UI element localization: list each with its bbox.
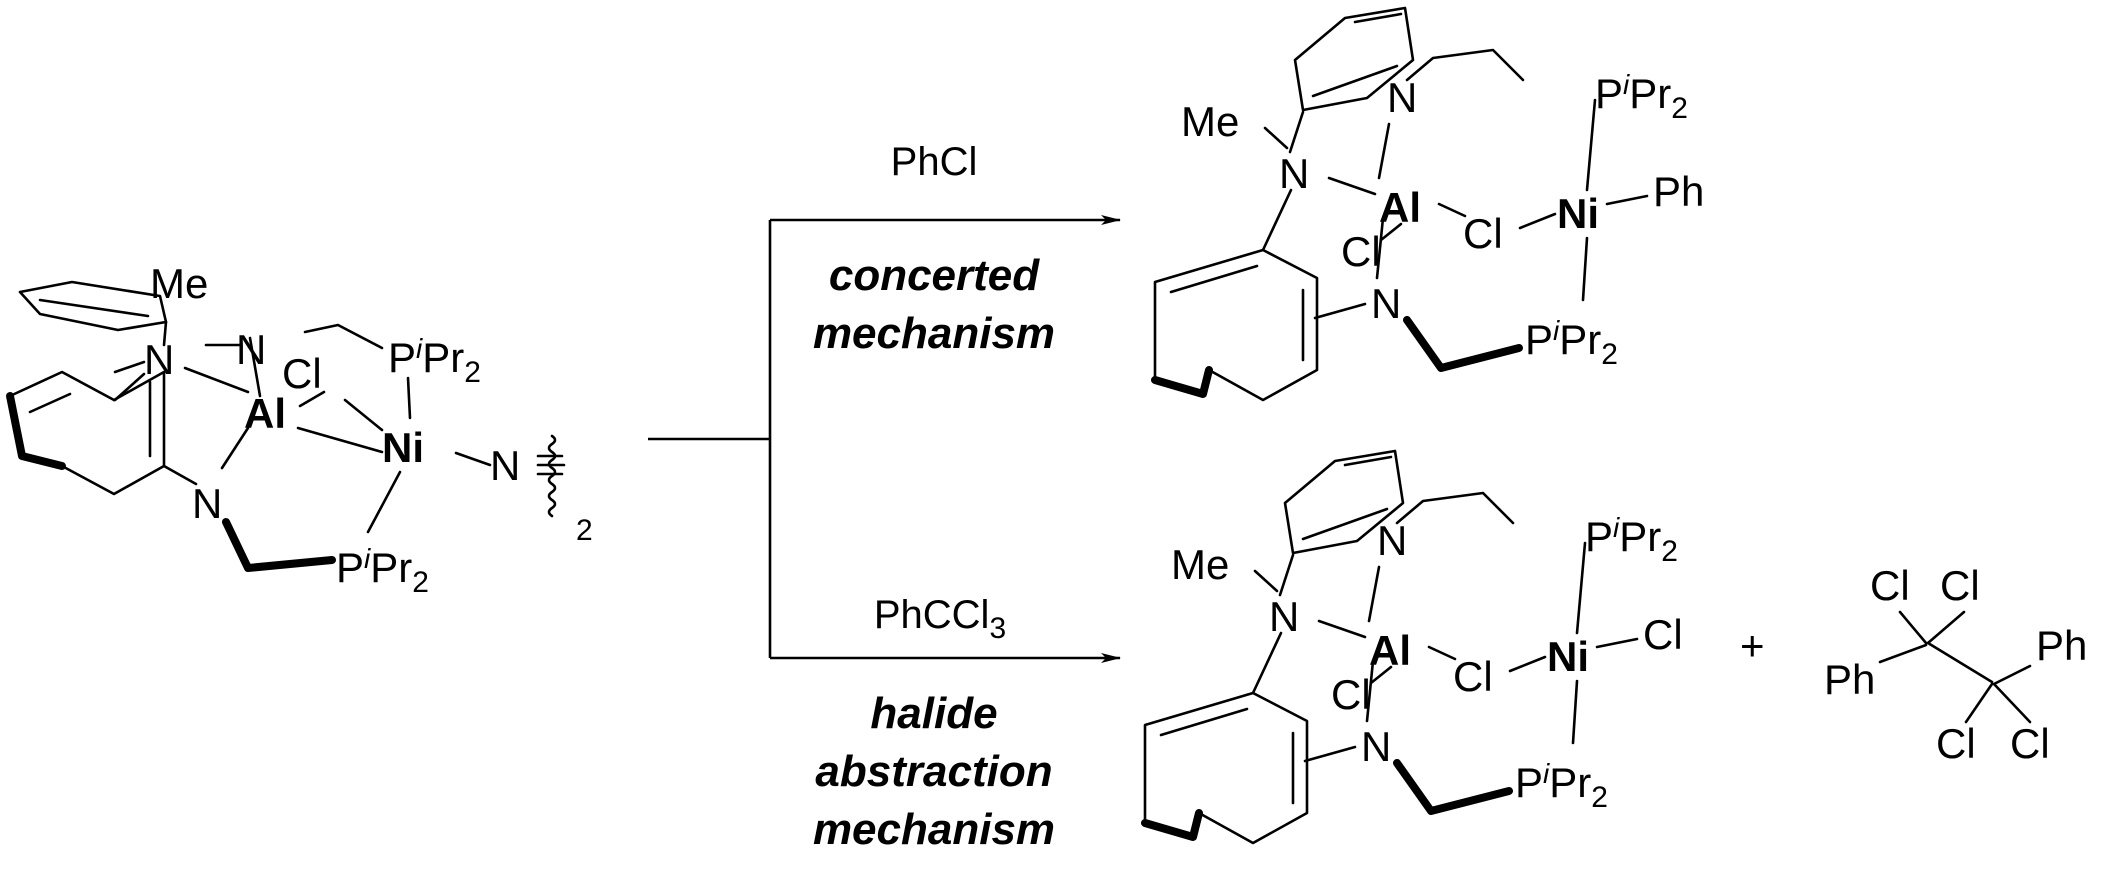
upper-product: Me N N N Al Cl Cl Ni Ph PiPr2 PiPr2 [1151, 6, 1704, 402]
upper-mechanism-line-1: concerted [829, 251, 1040, 300]
phenyl-label: Ph [1653, 168, 1704, 215]
nickel-label: Ni [1557, 190, 1599, 237]
bridging-chloride-label: Cl [1463, 210, 1503, 257]
benzene-ring [1141, 691, 1309, 845]
nickel-label: Ni [382, 424, 424, 471]
methyl-label: Me [1171, 541, 1229, 588]
phosphine-label: PiPr2 [1595, 69, 1688, 125]
phosphine-label: PiPr2 [336, 543, 429, 599]
chloro-label: Cl [1936, 720, 1976, 767]
branching-arrows [648, 215, 1121, 663]
starting-complex: Me N N N Al Cl Ni N 2 PiPr2 PiPr2 [6, 260, 593, 599]
ligand-bonds [1251, 491, 1639, 815]
amine-n-label: N [144, 336, 174, 383]
phenyl-label: Ph [1824, 656, 1875, 703]
ligand-bonds [1261, 48, 1649, 372]
dimer-subscript: 2 [576, 514, 593, 547]
aluminum-label: Al [1379, 184, 1421, 231]
ligand-bonds [113, 323, 566, 572]
lower-mechanism-line-3: mechanism [813, 805, 1055, 854]
chloro-label: Cl [1940, 562, 1980, 609]
plus-sign: + [1740, 622, 1765, 669]
tetrachloro-diphenylethane: Cl Cl Ph Ph Cl Cl [1824, 562, 2087, 767]
bridging-chloride-label: Cl [1453, 653, 1493, 700]
lower-reagent: PhCCl3 [874, 593, 1006, 645]
lower-product: Me N N N Al Cl Cl Ni Cl PiPr2 PiPr2 [1141, 449, 1683, 845]
chloride-label: Cl [1331, 671, 1371, 718]
aluminum-label: Al [1369, 627, 1411, 674]
nickel-label: Ni [1547, 633, 1589, 680]
lower-mechanism-line-1: halide [870, 689, 997, 738]
phosphine-label: PiPr2 [1515, 758, 1608, 814]
amido-n-label: N [1371, 280, 1401, 327]
chloro-label: Cl [1870, 562, 1910, 609]
aluminum-label: Al [244, 390, 286, 437]
methyl-label: Me [150, 260, 208, 307]
methyl-label: Me [1181, 98, 1239, 145]
amido-n-label: N [236, 326, 266, 373]
upper-mechanism-line-2: mechanism [813, 309, 1055, 358]
phosphine-label: PiPr2 [1525, 315, 1618, 371]
phosphine-label: PiPr2 [388, 333, 481, 389]
phosphine-label: PiPr2 [1585, 512, 1678, 568]
amido-n-label: N [192, 480, 222, 527]
chloro-label: Cl [2010, 720, 2050, 767]
terminal-chloride-label: Cl [1643, 611, 1683, 658]
pendant-phenyl [1283, 449, 1405, 555]
dinitrogen-n-label: N [490, 442, 520, 489]
amine-n-label: N [1269, 593, 1299, 640]
chloride-label: Cl [1341, 228, 1381, 275]
lower-mechanism-line-2: abstraction [815, 747, 1052, 796]
chloride-label: Cl [282, 350, 322, 397]
benzene-ring [1151, 248, 1319, 402]
amido-n-label: N [1361, 723, 1391, 770]
phenyl-label: Ph [2036, 622, 2087, 669]
amine-n-label: N [1279, 150, 1309, 197]
pendant-phenyl [18, 280, 168, 347]
benzene-ring [6, 370, 166, 496]
amido-n-label: N [1387, 74, 1417, 121]
amido-n-label: N [1377, 517, 1407, 564]
upper-reagent: PhCl [891, 140, 978, 184]
pendant-phenyl [1293, 6, 1415, 112]
